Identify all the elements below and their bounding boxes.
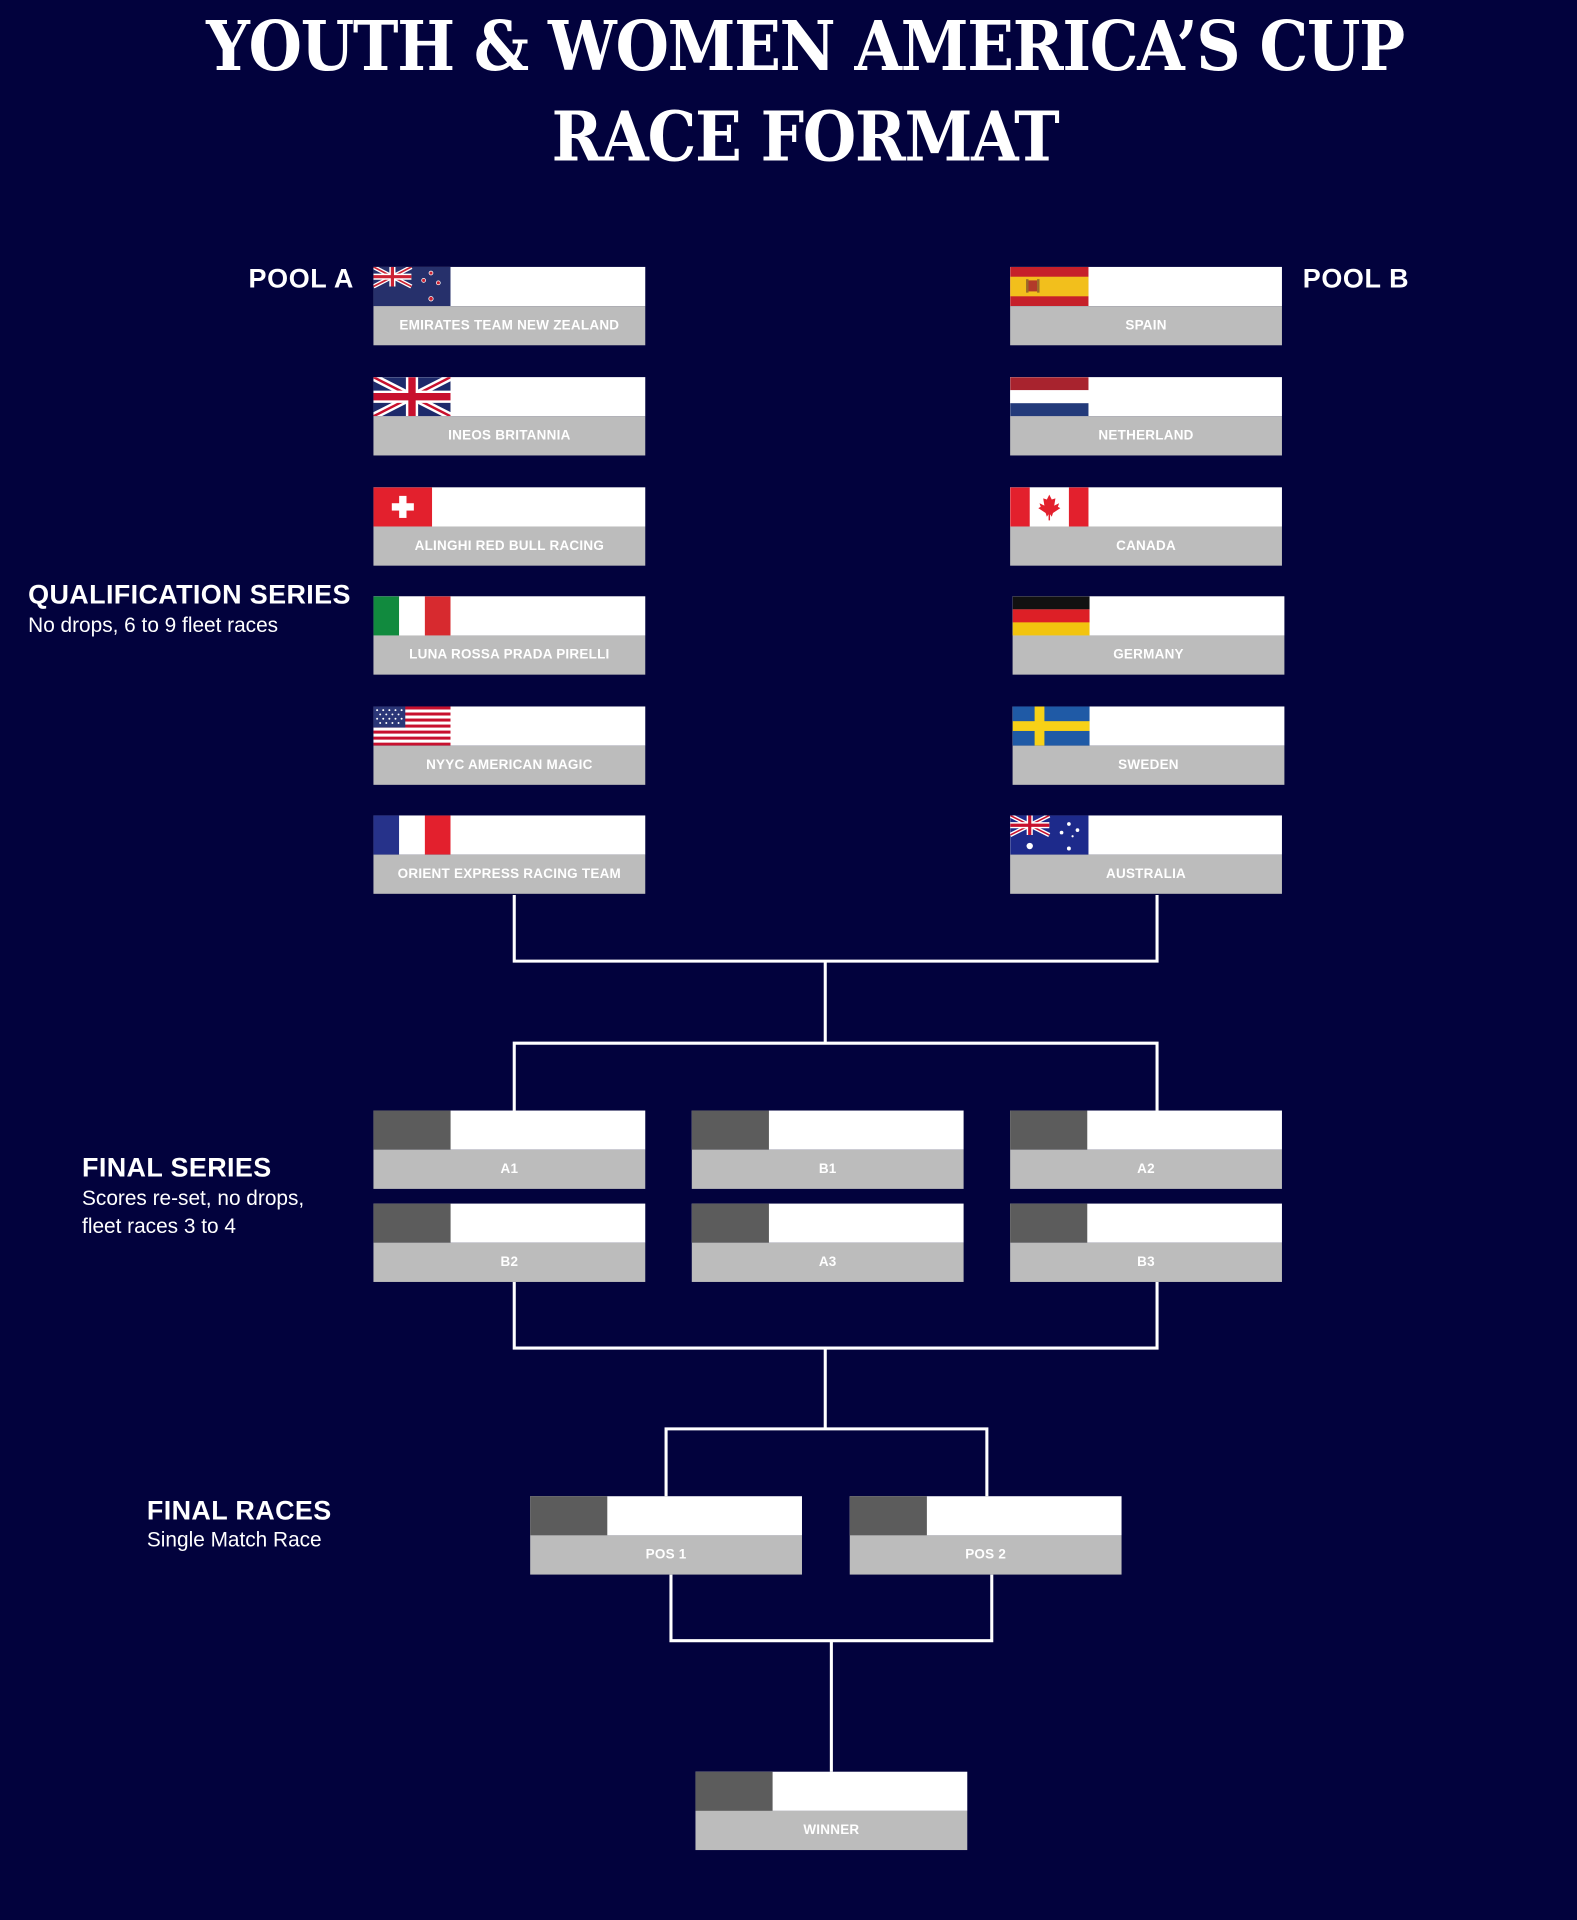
final-race-slot: POS 1 — [530, 1496, 802, 1575]
slot-label: B3 — [1010, 1242, 1282, 1282]
team-name-label: ALINGHI RED BULL RACING — [373, 526, 646, 566]
pool-b-label: POOL B — [1302, 263, 1410, 294]
pool-b-team-card: SWEDEN — [1012, 706, 1285, 785]
united-kingdom-flag-icon — [373, 377, 451, 417]
pool-b-team-card: GERMANY — [1012, 596, 1285, 675]
team-name-label: AUSTRALIA — [1010, 854, 1282, 894]
team-name-label: SWEDEN — [1012, 745, 1285, 785]
pool-a-team-card: LUNA ROSSA PRADA PIRELLI — [373, 596, 646, 675]
pool-a-team-card: INEOS BRITANNIA — [373, 377, 646, 456]
australia-flag-icon — [1010, 815, 1089, 855]
title-line-1: YOUTH & WOMEN AMERICA’S CUP — [206, 5, 1405, 87]
team-name-label: LUNA ROSSA PRADA PIRELLI — [373, 635, 646, 675]
final-races-heading: FINAL RACES — [146, 1494, 332, 1526]
pool-a-team-card: ALINGHI RED BULL RACING — [373, 487, 646, 566]
team-name-label: INEOS BRITANNIA — [373, 416, 646, 456]
final-series-slot: B1 — [691, 1110, 964, 1189]
final-series-slot: B2 — [373, 1203, 646, 1282]
final-series-subtitle-1: Scores re-set, no drops, — [82, 1186, 305, 1210]
sweden-flag-icon — [1012, 706, 1090, 746]
team-name-label: NYYC AMERICAN MAGIC — [373, 745, 646, 785]
final-series-subtitle-2: fleet races 3 to 4 — [82, 1214, 236, 1238]
france-flag-icon — [373, 815, 451, 855]
slot-label: POS 1 — [530, 1535, 802, 1575]
pool-a-team-card: EMIRATES TEAM NEW ZEALAND — [373, 266, 646, 346]
slot-label: A1 — [373, 1149, 646, 1189]
new-zealand-flag-icon — [373, 266, 451, 307]
team-name-label: SPAIN — [1010, 306, 1282, 346]
title-line-2: RACE FORMAT — [551, 96, 1060, 177]
final-series-slot: B3 — [1010, 1203, 1282, 1282]
pool-a-team-card: ORIENT EXPRESS RACING TEAM — [373, 815, 646, 894]
winner-slot: WINNER — [695, 1771, 968, 1851]
slot-label: A2 — [1010, 1149, 1282, 1189]
team-name-label: GERMANY — [1012, 635, 1285, 675]
team-name-label: EMIRATES TEAM NEW ZEALAND — [373, 306, 646, 346]
winner-label: WINNER — [695, 1810, 968, 1851]
pool-b-team-card: SPAIN — [1010, 266, 1282, 346]
final-series-slot: A3 — [691, 1203, 964, 1282]
final-series-heading: FINAL SERIES — [82, 1152, 272, 1183]
final-race-slot: POS 2 — [849, 1496, 1122, 1575]
united-states-flag-icon — [373, 706, 451, 746]
qualification-series-heading: QUALIFICATION SERIES — [28, 579, 351, 610]
pool-b-team-card: CANADA — [1010, 487, 1282, 566]
qualification-series-subtitle: No drops, 6 to 9 fleet races — [28, 613, 279, 637]
pool-b-team-card: NETHERLAND — [1010, 377, 1282, 456]
canada-flag-icon — [1010, 487, 1089, 527]
slot-label: POS 2 — [849, 1535, 1122, 1575]
final-series-slot: A2 — [1010, 1110, 1282, 1189]
pool-b-team-card: AUSTRALIA — [1010, 815, 1282, 894]
team-name-label: ORIENT EXPRESS RACING TEAM — [373, 854, 646, 894]
pool-a-team-card: NYYC AMERICAN MAGIC — [373, 706, 646, 785]
spain-flag-icon — [1010, 266, 1089, 307]
germany-flag-icon — [1012, 596, 1090, 636]
switzerland-flag-icon — [373, 487, 433, 527]
final-series-slot: A1 — [373, 1110, 646, 1189]
slot-label: B2 — [373, 1242, 646, 1282]
pool-a-label: POOL A — [248, 263, 355, 294]
netherlands-flag-icon — [1010, 377, 1089, 417]
slot-label: B1 — [691, 1149, 964, 1189]
team-name-label: CANADA — [1010, 526, 1282, 566]
italy-flag-icon — [373, 596, 451, 636]
slot-label: A3 — [691, 1242, 964, 1282]
team-name-label: NETHERLAND — [1010, 416, 1282, 456]
final-races-subtitle: Single Match Race — [146, 1528, 322, 1552]
